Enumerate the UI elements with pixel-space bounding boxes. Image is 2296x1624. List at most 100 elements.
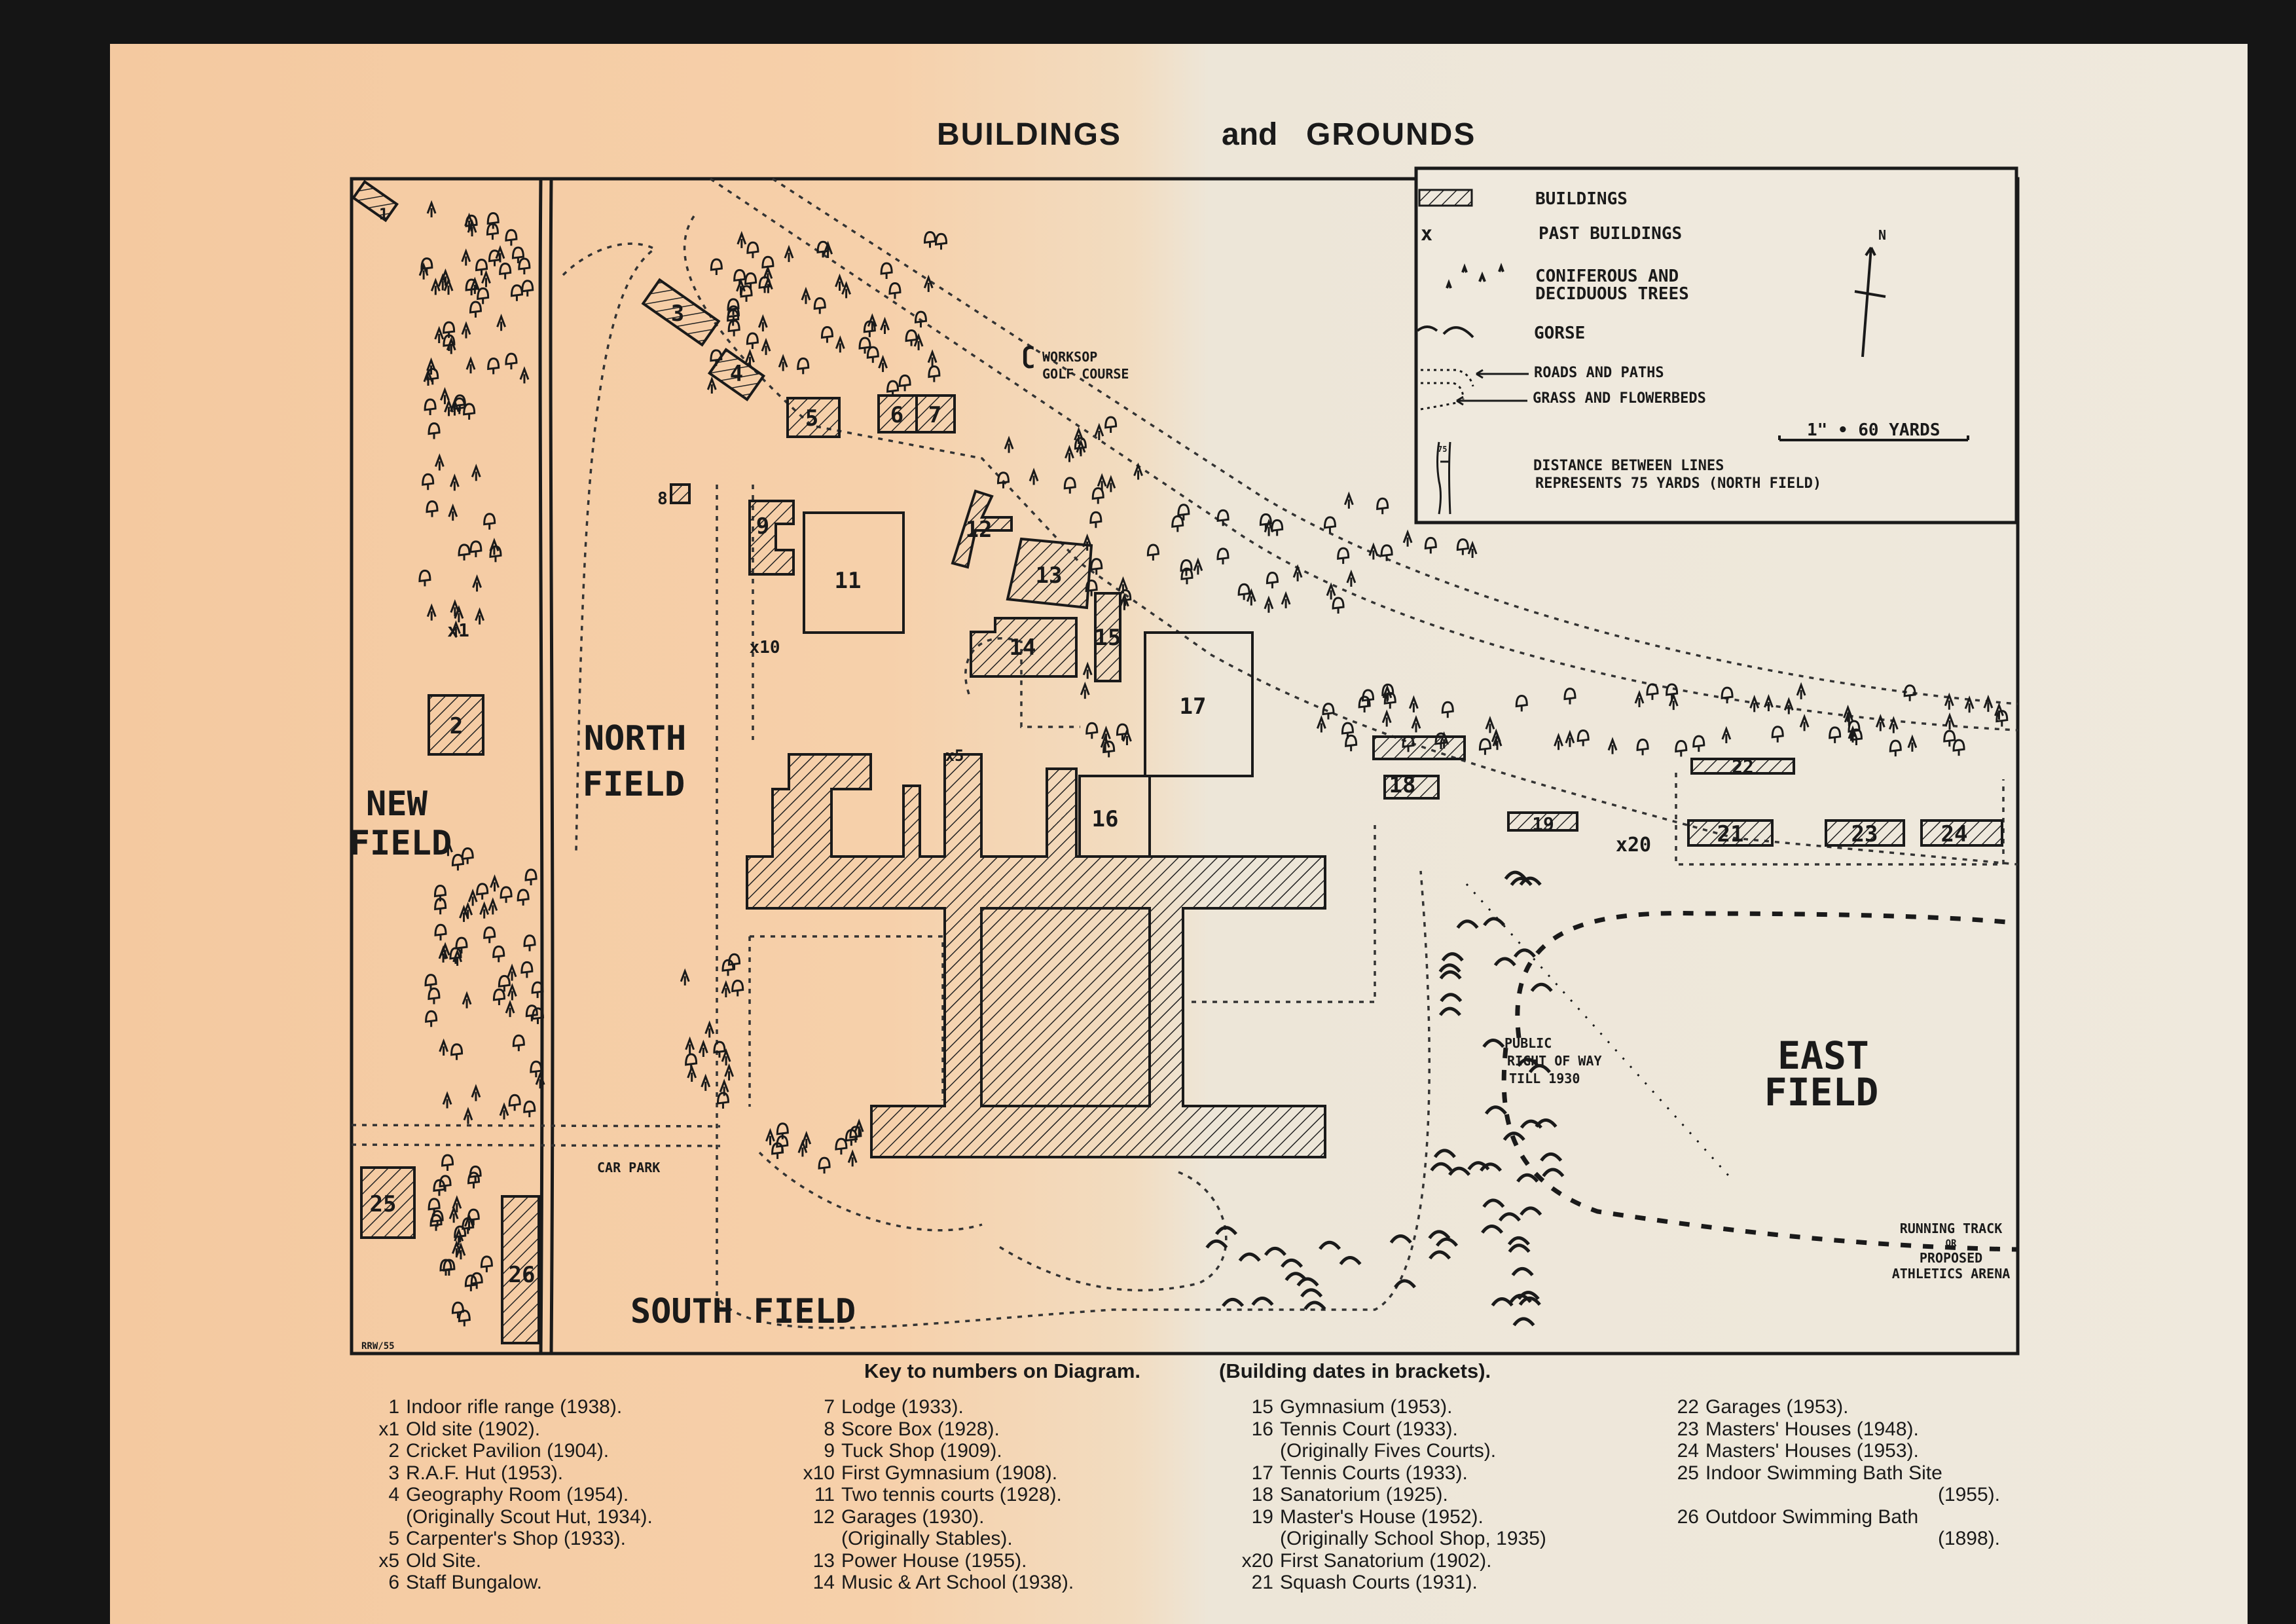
tree-icon — [1888, 716, 1899, 733]
key-entry-text: Old Site. — [406, 1549, 482, 1572]
tree-icon — [1675, 740, 1688, 757]
tree-icon — [1193, 557, 1203, 575]
north-field-line1: NORTH — [584, 719, 687, 758]
right-of-way-line3: TILL 1930 — [1509, 1071, 1580, 1086]
key-entry-text: Carpenter's Shop (1933). — [406, 1528, 626, 1549]
title-grounds: GROUNDS — [1306, 117, 1476, 152]
tree-icon — [880, 262, 893, 280]
tree-icon — [512, 1034, 525, 1052]
building-21 — [1687, 819, 1774, 847]
gorse-icon — [1441, 952, 1464, 962]
tree-icon — [731, 980, 744, 997]
tree-icon — [1089, 511, 1102, 528]
tree-icon — [508, 1094, 521, 1111]
key-entry-number: x10 — [803, 1462, 835, 1484]
tree-icon — [888, 282, 902, 299]
label-5: 5 — [805, 405, 818, 432]
key-entry-number: x5 — [378, 1549, 399, 1572]
key-entry-number: 3 — [388, 1462, 399, 1484]
tree-icon — [531, 981, 544, 999]
gorse-icon — [1507, 1236, 1530, 1246]
tree-icon — [928, 365, 941, 382]
gorse-icon — [1436, 1237, 1459, 1247]
tree-icon — [465, 356, 476, 374]
tree-icon — [530, 1060, 543, 1078]
tree-icon — [481, 270, 491, 287]
tree-icon — [1074, 426, 1084, 444]
key-entry-text: Old site (1902). — [406, 1418, 541, 1440]
tree-icon — [462, 991, 472, 1008]
legend-roads-icon — [1420, 369, 1474, 411]
building-13 — [1006, 537, 1093, 610]
tree-icon — [841, 281, 852, 299]
tree-icon — [704, 1020, 715, 1038]
tree-icon — [685, 1036, 695, 1054]
tree-icon — [480, 1255, 493, 1272]
tree-icon — [455, 936, 468, 954]
key-entry-text: Tennis Courts (1933). — [1280, 1462, 1468, 1484]
label-18: 18 — [1389, 772, 1416, 798]
main-school-building — [746, 753, 1326, 1158]
tree-icon — [535, 1071, 545, 1089]
tree-icon — [1944, 692, 1954, 710]
tree-icon — [498, 974, 511, 992]
tree-icon — [745, 348, 755, 367]
key-entry-text: Indoor Swimming Bath Site — [1705, 1462, 1942, 1484]
tree-icon — [1576, 729, 1590, 747]
tree-icon — [1090, 558, 1103, 575]
key-entry-text: First Gymnasium (1908). — [841, 1462, 1058, 1484]
tree-icon — [472, 574, 482, 592]
tree-icon — [835, 335, 845, 353]
legend-past-marker: x — [1421, 223, 1432, 246]
key-entry-text: Score Box (1928). — [841, 1418, 1000, 1440]
tree-icon — [452, 1240, 462, 1258]
tree-icon — [434, 453, 445, 471]
key-entry-text: (Originally School Shop, 1935) — [1280, 1528, 1546, 1549]
tree-icon — [716, 1092, 729, 1109]
key-entry-number: 21 — [1251, 1572, 1273, 1593]
key-entry-text: Outdoor Swimming Bath — [1705, 1505, 1919, 1528]
tree-icon — [1783, 697, 1794, 714]
tree-icon — [849, 1126, 862, 1143]
tree-icon — [880, 316, 890, 335]
tree-icon — [763, 276, 773, 293]
key-entry-number: 16 — [1251, 1418, 1273, 1440]
running-track-line4: ATHLETICS ARENA — [1892, 1266, 2011, 1282]
tree-icon — [479, 901, 490, 919]
tree-icon — [1271, 519, 1284, 536]
building-2 — [428, 694, 484, 756]
tree-icon — [425, 1010, 438, 1027]
gorse-icon — [1519, 876, 1542, 886]
key-entry-text: (Originally Stables). — [841, 1528, 1013, 1549]
key-entry-number: 25 — [1677, 1462, 1699, 1484]
tree-icon — [1358, 695, 1371, 712]
tree-icon — [511, 246, 524, 264]
label-12: 12 — [966, 517, 993, 543]
building-19 — [1507, 811, 1578, 832]
tree-icon — [1029, 468, 1039, 485]
tree-icon — [507, 983, 517, 1001]
key-entry: (Originally Stables). — [802, 1528, 1074, 1550]
tree-icon — [1829, 726, 1842, 743]
tree-icon — [1565, 729, 1575, 747]
tree-icon — [523, 1100, 536, 1118]
tree-icon — [483, 513, 496, 530]
tree-icon — [459, 904, 469, 922]
gorse-icon — [1393, 1279, 1416, 1289]
new-field-line1: NEW — [366, 784, 428, 824]
gorse-icon — [1510, 877, 1533, 887]
tree-icon — [488, 897, 498, 915]
gorse-icon — [1222, 1297, 1245, 1307]
label-9: 9 — [756, 513, 769, 540]
tree-icon — [801, 1130, 812, 1149]
tree-icon — [1362, 689, 1375, 706]
tree-icon — [1875, 714, 1886, 731]
north-arrow-icon — [1854, 246, 1886, 358]
